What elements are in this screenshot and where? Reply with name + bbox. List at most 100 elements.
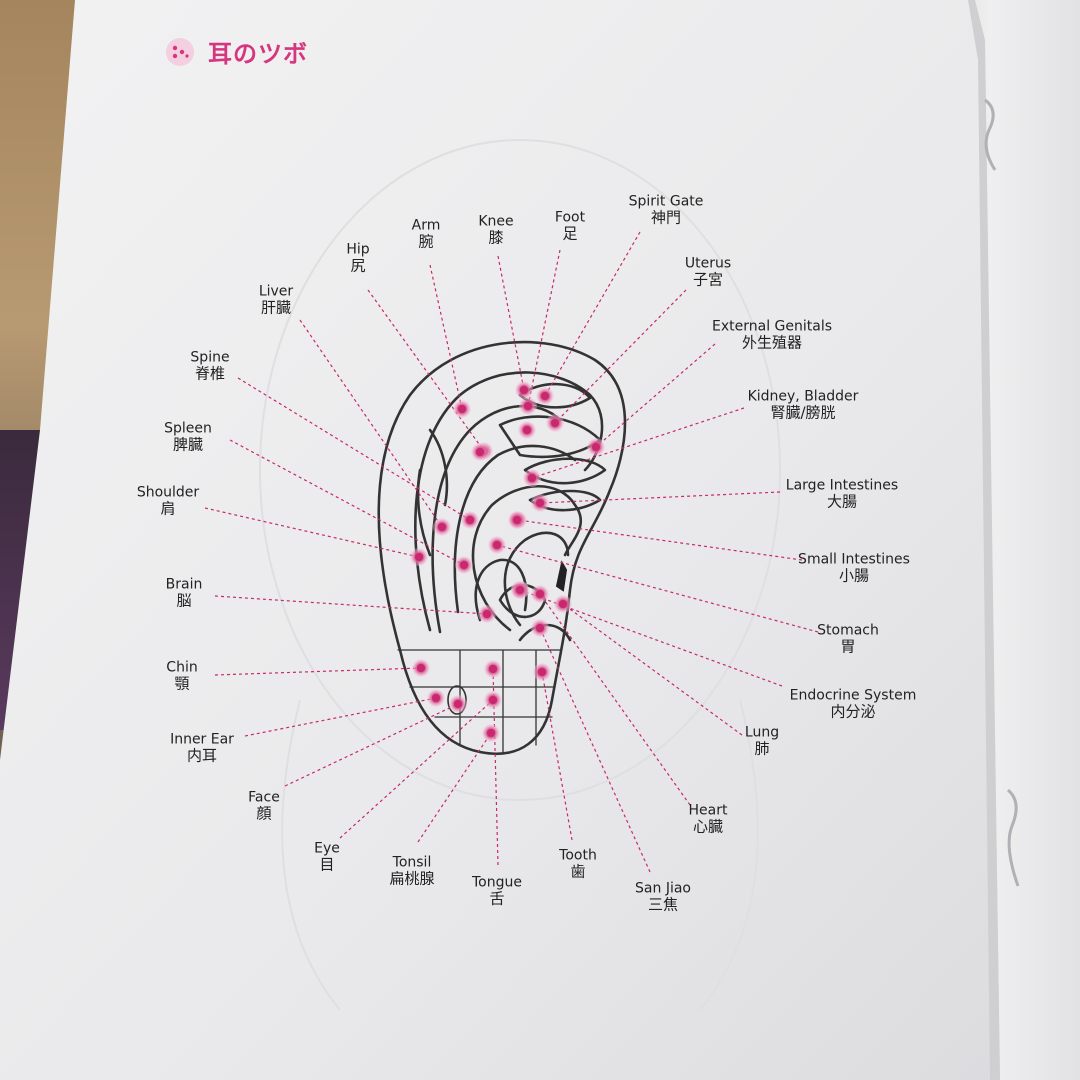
label-en: Heart (688, 802, 728, 819)
scaphoid-lobes (416, 428, 449, 557)
label-ja: 脳 (176, 591, 192, 610)
label-en: Tonsil (392, 854, 432, 871)
label-en: Stomach (817, 622, 879, 639)
staple-bottom (1006, 788, 1020, 887)
label-ja: 腎臓/膀胱 (770, 403, 836, 422)
leader-line-face (284, 703, 459, 787)
acupoint-arm-core (458, 405, 466, 413)
label-en: San Jiao (635, 880, 691, 897)
leader-line-spirit-gate (544, 231, 641, 397)
label-en: Spirit Gate (628, 193, 704, 210)
acupoint-tongue-core (489, 665, 497, 673)
ear-outer-contour (377, 340, 627, 755)
leader-line-eye (339, 699, 494, 839)
label-en: Small Intestines (798, 551, 910, 568)
acupoint-kidney-bladder-core (528, 474, 536, 482)
leader-line-heart (539, 593, 691, 806)
leader-line-chin (214, 667, 422, 676)
acupoint-spine-core (466, 516, 474, 524)
acupoint-shoulder-core (415, 553, 423, 561)
acupoint-san-jiao-core (536, 624, 544, 632)
acupoint-chin-core (417, 664, 425, 672)
label-en: Arm (411, 217, 441, 234)
label-en: Hip (346, 241, 370, 258)
label-ja: 胃 (840, 637, 856, 656)
label-ja: 舌 (489, 889, 505, 908)
acupoint-face-core (454, 700, 462, 708)
label-en: Uterus (684, 255, 732, 272)
label-ja: 三焦 (647, 895, 679, 914)
acupoint-extra-3-core (513, 516, 521, 524)
label-ja: 小腸 (838, 566, 870, 585)
leader-line-tooth (541, 671, 573, 841)
label-ja: 目 (319, 855, 335, 874)
label-en: Spine (190, 349, 230, 366)
acupoint-lung-core (559, 600, 567, 608)
label-en: Inner Ear (170, 731, 234, 748)
leader-lines (204, 231, 819, 873)
leader-line-large-intestines (539, 491, 781, 504)
label-ja: 尻 (350, 256, 366, 275)
acupoint-extra-2-core (523, 426, 531, 434)
acupoint-liver-core (438, 523, 446, 531)
label-ja: 内分泌 (830, 702, 876, 721)
leader-line-inner-ear (244, 697, 437, 737)
label-en: Eye (314, 840, 340, 857)
concha-outer (471, 485, 582, 632)
page-title: 耳のツボ (208, 40, 308, 68)
label-en: Tooth (559, 847, 597, 864)
leader-line-knee (497, 255, 525, 391)
label-ja: 歯 (570, 862, 586, 881)
acupoint-spirit-gate-core (541, 392, 549, 400)
acupoint-dots (410, 381, 605, 742)
title-bullet-icon (166, 38, 194, 66)
leader-line-endocrine (519, 589, 783, 687)
label-ja: 膝 (488, 228, 504, 247)
acupoint-tonsil-core (487, 729, 495, 737)
antihelix-fold (453, 444, 577, 614)
label-ja: 外生殖器 (741, 333, 803, 352)
label-ja: 扁桃腺 (389, 869, 435, 888)
helix-inner (414, 371, 604, 632)
leader-line-san-jiao (539, 627, 651, 873)
label-ja: 肩 (160, 499, 176, 518)
concha-inner (503, 531, 570, 627)
acupoint-extra-4-core (516, 586, 524, 594)
label-ja: 心臓 (692, 817, 723, 836)
ear-canal (555, 560, 568, 592)
label-en: Large Intestines (785, 477, 899, 494)
leader-line-arm (429, 264, 463, 410)
label-ja: 神門 (650, 208, 681, 227)
label-ja: 足 (562, 224, 578, 243)
label-en: Foot (554, 209, 586, 226)
acupoint-brain-core (483, 610, 491, 618)
leader-line-stomach (496, 544, 819, 633)
label-en: Liver (258, 283, 294, 300)
upper-lobes (518, 382, 592, 409)
leader-line-uterus (554, 289, 687, 424)
label-en: Face (248, 789, 280, 806)
leader-line-spleen (229, 439, 465, 566)
label-en: Shoulder (136, 484, 200, 501)
